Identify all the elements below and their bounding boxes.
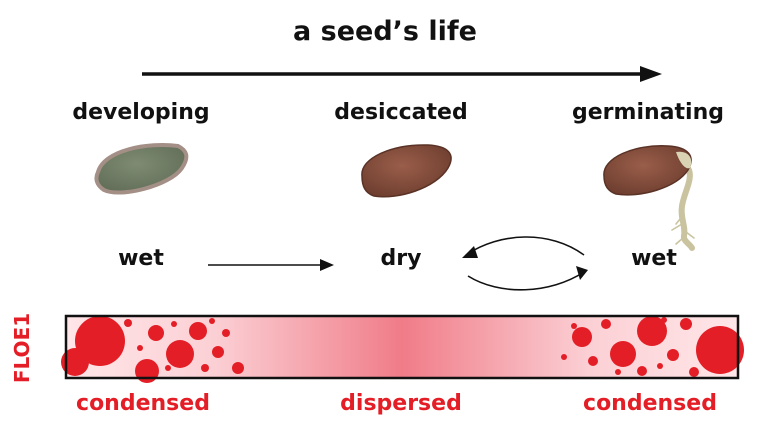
desiccated-seed-icon (361, 144, 452, 198)
floe-state-dispersed: dispersed (340, 391, 462, 416)
stage-label-germinating: germinating (572, 100, 724, 125)
developing-seed-icon (94, 143, 189, 195)
stage-label-developing: developing (72, 100, 210, 125)
wet-to-dry-arrow (208, 259, 334, 271)
floe-state-condensed-1: condensed (76, 391, 210, 416)
state-label-dry: dry (380, 246, 422, 271)
floe-state-condensed-2: condensed (583, 391, 717, 416)
diagram-title: a seed’s life (293, 16, 477, 47)
germinating-seed-icon (603, 145, 695, 251)
reversible-arrows (462, 236, 588, 291)
floe1-condensate-bar (61, 314, 744, 383)
condensate-droplets-right (561, 316, 744, 377)
stage-label-desiccated: desiccated (334, 100, 468, 125)
state-label-wet-2: wet (631, 246, 677, 271)
state-label-wet-1: wet (118, 246, 164, 271)
timeline-arrow (142, 66, 662, 82)
floe1-label: FLOE1 (10, 312, 34, 384)
condensate-droplets-left (61, 316, 244, 383)
